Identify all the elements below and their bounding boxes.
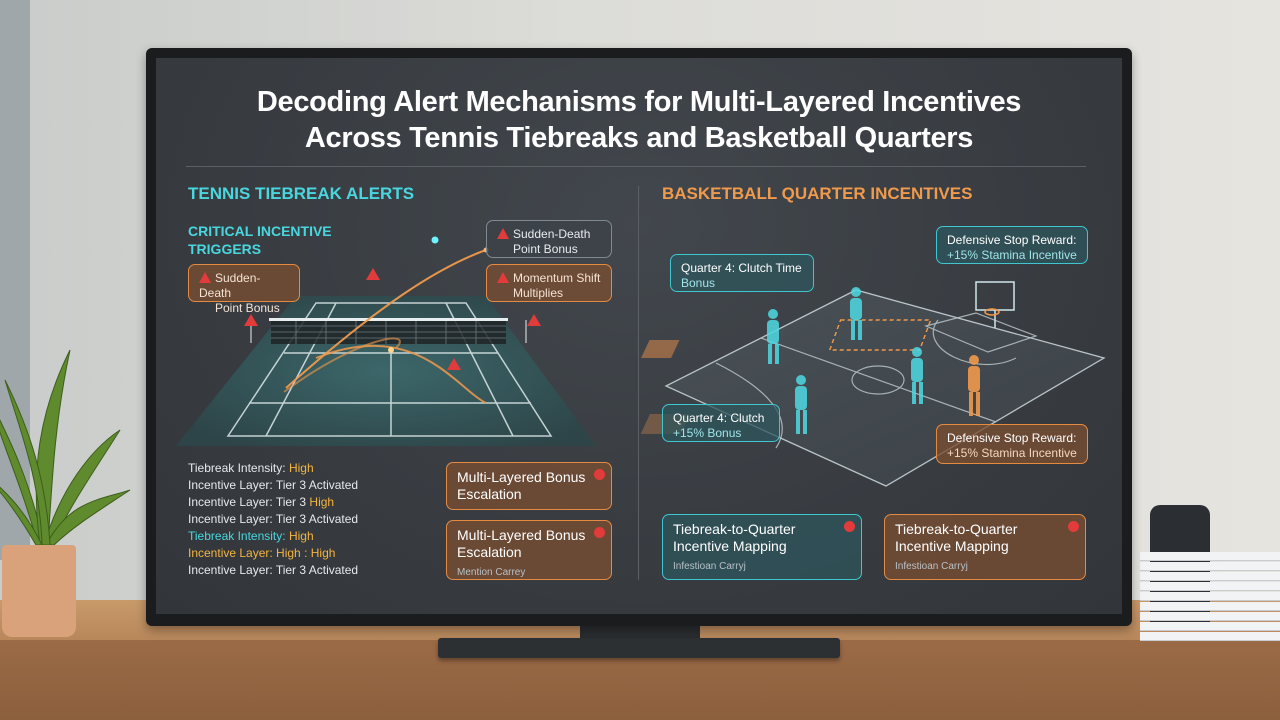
warning-icon	[497, 228, 509, 239]
tennis-status-list: Tiebreak Intensity: High Incentive Layer…	[188, 460, 358, 579]
status-row: Incentive Layer: Tier 3 Activated	[188, 563, 359, 577]
title-divider	[186, 166, 1086, 167]
basketball-section-title: BASKETBALL QUARTER INCENTIVES	[662, 184, 973, 203]
tennis-bubble-momentum-shift: Momentum Shift Multiplies	[486, 264, 612, 302]
tennis-card-bonus-escalation-1: Multi-Layered Bonus Escalation	[446, 462, 612, 510]
alert-dot-icon	[1068, 521, 1079, 532]
alert-cones	[244, 268, 541, 370]
potted-plant	[0, 349, 131, 546]
tennis-subtitle: CRITICAL INCENTIVE TRIGGERS	[188, 222, 332, 258]
tv-stand-base	[438, 638, 840, 658]
tennis-bubble-sudden-death-right: Sudden-Death Point Bonus	[486, 220, 612, 258]
status-row: Incentive Layer: Tier 3 Activated	[188, 512, 359, 526]
status-row: Incentive Layer: High : High	[188, 546, 336, 560]
basketball-court-illustration	[640, 281, 1106, 487]
basketball-bubble-clutch-time: Quarter 4: Clutch Time Bonus	[670, 254, 814, 292]
tennis-subtitle-line-2: TRIGGERS	[188, 241, 262, 257]
status-row: Tiebreak Intensity: High	[188, 529, 314, 543]
status-row: Tiebreak Intensity: High	[188, 461, 314, 475]
tennis-net	[269, 318, 508, 344]
ball-impact-point	[388, 347, 394, 353]
alert-dot-icon	[594, 469, 605, 480]
plant-pot	[2, 545, 76, 637]
status-row: Incentive Layer: Tier 3 High	[188, 495, 335, 509]
tennis-card-bonus-escalation-2: Multi-Layered Bonus Escalation Mention C…	[446, 520, 612, 580]
basketball-card-mapping-orange: Tiebreak-to-Quarter Incentive Mapping In…	[884, 514, 1086, 580]
tv-screen: Decoding Alert Mechanisms for Multi-Laye…	[156, 58, 1122, 614]
warning-icon	[497, 272, 509, 283]
tennis-section-title: TENNIS TIEBREAK ALERTS	[188, 184, 415, 203]
basketball-bubble-defensive-stop-top: Defensive Stop Reward: +15% Stamina Ince…	[936, 226, 1088, 264]
basketball-court-lines	[715, 312, 1038, 449]
basketball-bubble-clutch-bonus: Quarter 4: Clutch +15% Bonus	[662, 404, 780, 442]
section-divider	[638, 186, 639, 580]
ball-trajectory	[283, 249, 487, 404]
key-zone-highlight	[828, 319, 932, 351]
tennis-bubble-sudden-death-left: Sudden-Death Point Bonus	[188, 264, 300, 315]
basketball-hoop	[975, 281, 1015, 328]
alert-dot-icon	[844, 521, 855, 532]
title-line-2: Across Tennis Tiebreaks and Basketball Q…	[304, 122, 974, 154]
basketball-bubble-defensive-stop-bottom: Defensive Stop Reward: +15% Stamina Ince…	[936, 424, 1088, 464]
page-title: Decoding Alert Mechanisms for Multi-Laye…	[156, 84, 1122, 156]
tennis-subtitle-line-1: CRITICAL INCENTIVE	[188, 223, 332, 239]
alert-dot-icon	[594, 527, 605, 538]
paper-stack	[1140, 552, 1280, 647]
basketball-card-mapping-teal: Tiebreak-to-Quarter Incentive Mapping In…	[662, 514, 862, 580]
tennis-court-illustration	[176, 236, 596, 446]
tennis-ball-icon	[431, 236, 439, 244]
warning-icon	[199, 272, 211, 283]
status-row: Incentive Layer: Tier 3 Activated	[188, 478, 359, 492]
title-line-1: Decoding Alert Mechanisms for Multi-Laye…	[256, 86, 1022, 118]
